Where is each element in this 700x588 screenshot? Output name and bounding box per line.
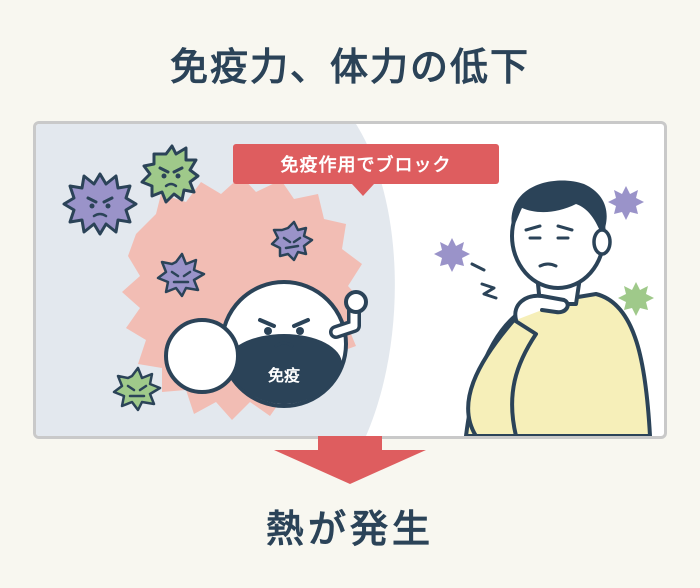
immune-cell [220, 280, 368, 408]
virus-icon [156, 252, 206, 298]
arm [466, 318, 538, 436]
block-label: 免疫作用でブロック [233, 144, 499, 184]
virus-icon [270, 220, 314, 262]
sick-man [464, 180, 652, 436]
immune-cell-belly [226, 334, 342, 405]
immune-cell-fist [164, 318, 240, 394]
virus-icon [62, 172, 138, 236]
illustration-svg [36, 124, 654, 436]
block-label-pointer [352, 184, 374, 196]
virus-icon [112, 366, 162, 412]
result-text: 熱が発生 [265, 507, 434, 551]
virus-icon [618, 282, 654, 316]
page-title: 免疫力、体力の低下 [169, 45, 530, 89]
virus-icon [140, 144, 200, 204]
virus-icon [608, 186, 644, 220]
hair [511, 180, 607, 236]
down-arrow-icon [274, 436, 426, 484]
immune-cell-label: 免疫 [267, 366, 300, 385]
hand [513, 293, 570, 322]
virus-icon [434, 238, 470, 272]
illustration-panel: 免疫作用でブロック 免疫 [33, 121, 667, 439]
